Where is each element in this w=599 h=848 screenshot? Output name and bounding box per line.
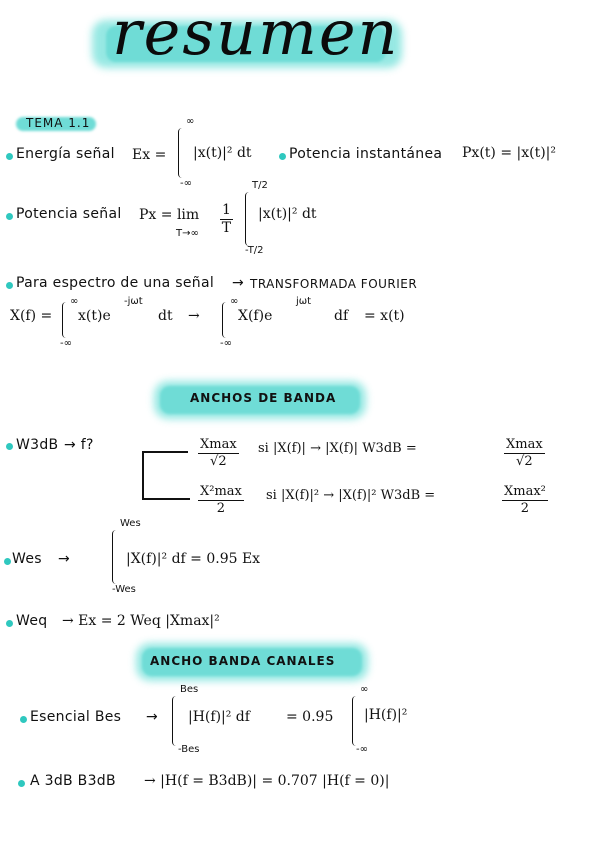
integral-sign-icon	[222, 302, 233, 338]
integral-sign-icon	[178, 128, 189, 178]
esencial-rhs: |H(f)|²	[364, 707, 408, 723]
wes-lower: -Wes	[112, 584, 136, 595]
esencial-mid: = 0.95	[286, 709, 334, 725]
energia-upper: ∞	[186, 116, 195, 127]
w3db-row1-frac: Xmax√2	[198, 437, 239, 469]
w3db-row1-result: Xmax√2	[504, 437, 545, 469]
pot-senal-integrand: |x(t)|² dt	[258, 206, 317, 222]
bullet-icon	[6, 282, 13, 289]
frac-numerator: Xmax²	[502, 484, 548, 501]
energia-lhs: Ex =	[132, 147, 167, 163]
bullet-icon	[4, 558, 11, 565]
bullet-icon	[6, 620, 13, 627]
espectro-label: Para espectro de una señal	[16, 275, 215, 291]
frac-denominator: √2	[210, 453, 227, 469]
pot-senal-lower: -T/2	[245, 245, 264, 256]
pot-senal-lim-sub: T→∞	[176, 228, 199, 239]
pot-senal-upper: T/2	[252, 180, 268, 191]
tema-label: TEMA 1.1	[26, 116, 91, 130]
fourier-lower-1: -∞	[60, 338, 72, 349]
esencial-lower2: -∞	[356, 744, 368, 755]
frac-denominator: 2	[216, 500, 226, 516]
integral-sign-icon	[112, 530, 123, 584]
bullet-icon	[18, 780, 25, 787]
frac-numerator: Xmax	[198, 437, 239, 454]
w3db-row1-mid: si |X(f)| → |X(f)| W3dB =	[258, 441, 417, 456]
w3db-label: W3dB	[16, 437, 59, 453]
espectro-arrow: →	[232, 275, 245, 291]
frac-denominator: T	[221, 219, 232, 236]
integral-sign-icon	[62, 302, 73, 338]
wes-label: Wes	[12, 551, 42, 567]
a3db-label: A 3dB B3dB	[30, 773, 116, 789]
pot-senal-lhs: Px = lim	[139, 207, 200, 223]
frac-numerator: Xmax	[504, 437, 545, 454]
esencial-arrow: →	[146, 709, 159, 725]
frac-denominator: 2	[520, 500, 530, 516]
integral-sign-icon	[245, 192, 256, 246]
fourier-upper-2: ∞	[230, 296, 239, 307]
pot-senal-label: Potencia señal	[16, 206, 122, 222]
pot-inst-label: Potencia instantánea	[289, 146, 443, 162]
wes-integrand: |X(f)|² df = 0.95 Ex	[126, 551, 261, 567]
esencial-lower: -Bes	[178, 744, 200, 755]
fourier-int2: X(f)e	[238, 308, 273, 324]
esencial-integrand: |H(f)|² df	[188, 709, 250, 725]
fourier-int1: x(t)e	[78, 308, 111, 324]
fourier-exp1: -jωt	[124, 296, 143, 307]
integral-sign-icon	[172, 696, 183, 746]
section-canales-title: ANCHO BANDA CANALES	[150, 654, 336, 668]
bullet-icon	[20, 716, 27, 723]
fourier-arrow: →	[188, 308, 200, 324]
fourier-lower-2: -∞	[220, 338, 232, 349]
bullet-icon	[6, 153, 13, 160]
w3db-arrow: → f?	[64, 437, 94, 453]
fourier-lhs: X(f) =	[10, 308, 53, 324]
frac-denominator: √2	[516, 453, 533, 469]
weq-formula: → Ex = 2 Weq |Xmax|²	[62, 613, 220, 629]
weq-label: Weq	[16, 613, 48, 629]
fourier-upper-1: ∞	[70, 296, 79, 307]
pot-inst-formula: Px(t) = |x(t)|²	[462, 145, 556, 161]
fourier-df: df	[334, 308, 349, 324]
fourier-dt: dt	[158, 308, 173, 324]
fourier-rhs: = x(t)	[364, 308, 405, 324]
frac-numerator: 1	[220, 202, 233, 220]
frac-numerator: X²max	[198, 484, 244, 501]
energia-label: Energía señal	[16, 146, 115, 162]
fourier-exp2: jωt	[296, 296, 312, 307]
wes-upper: Wes	[120, 518, 141, 529]
esencial-upper2: ∞	[360, 684, 369, 695]
bullet-icon	[6, 213, 13, 220]
wes-arrow: →	[58, 551, 71, 567]
integral-sign-icon	[352, 696, 363, 746]
bullet-icon	[6, 443, 13, 450]
bullet-icon	[279, 153, 286, 160]
esencial-label: Esencial Bes	[30, 709, 122, 725]
energia-integrand: |x(t)|² dt	[193, 145, 252, 161]
w3db-row2-mid: si |X(f)|² → |X(f)|² W3dB =	[266, 488, 436, 503]
energia-lower: -∞	[180, 178, 192, 189]
section-anchos-title: ANCHOS DE BANDA	[190, 391, 337, 405]
page-title: resumen	[112, 0, 400, 69]
a3db-formula: → |H(f = B3dB)| = 0.707 |H(f = 0)|	[144, 773, 390, 789]
espectro-tf: TRANSFORMADA FOURIER	[250, 277, 418, 291]
esencial-upper: Bes	[180, 684, 199, 695]
